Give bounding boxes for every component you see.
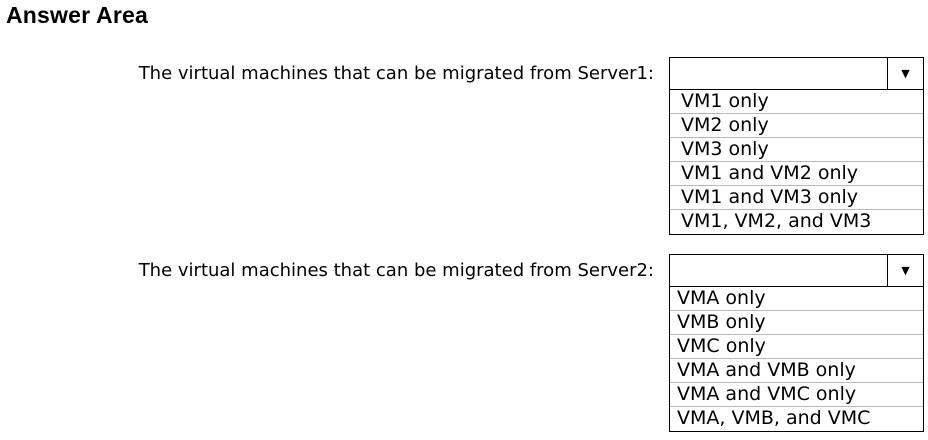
- option-vm1-only[interactable]: VM1 only: [670, 90, 923, 114]
- question-1-label: The virtual machines that can be migrate…: [138, 63, 654, 84]
- option-vm2-only[interactable]: VM2 only: [670, 114, 923, 138]
- server1-options-list: VM1 only VM2 only VM3 only VM1 and VM2 o…: [669, 90, 924, 235]
- option-vm3-only[interactable]: VM3 only: [670, 138, 923, 162]
- server2-dropdown[interactable]: ▼ VMA only VMB only VMC only VMA and VMB…: [669, 254, 924, 432]
- server1-select[interactable]: ▼: [669, 57, 924, 90]
- option-vm1-vm3-only[interactable]: VM1 and VM3 only: [670, 186, 923, 210]
- chevron-down-icon[interactable]: ▼: [887, 255, 923, 286]
- option-vma-vmb-only[interactable]: VMA and VMB only: [670, 359, 923, 383]
- option-vm1-vm2-only[interactable]: VM1 and VM2 only: [670, 162, 923, 186]
- server2-select[interactable]: ▼: [669, 254, 924, 287]
- option-vma-vmc-only[interactable]: VMA and VMC only: [670, 383, 923, 407]
- answer-area-title: Answer Area: [6, 2, 148, 28]
- server1-dropdown[interactable]: ▼ VM1 only VM2 only VM3 only VM1 and VM2…: [669, 57, 924, 235]
- option-vma-vmb-vmc[interactable]: VMA, VMB, and VMC: [677, 407, 871, 429]
- option-vmb-only[interactable]: VMB only: [670, 311, 923, 335]
- server2-options-list: VMA only VMB only VMC only VMA and VMB o…: [669, 287, 924, 432]
- option-vm1-vm2-vm3[interactable]: VM1, VM2, and VM3: [681, 210, 872, 232]
- question-2-label: The virtual machines that can be migrate…: [138, 260, 654, 281]
- option-vmc-only[interactable]: VMC only: [670, 335, 923, 359]
- chevron-down-icon[interactable]: ▼: [887, 58, 923, 89]
- option-vma-only[interactable]: VMA only: [670, 287, 923, 311]
